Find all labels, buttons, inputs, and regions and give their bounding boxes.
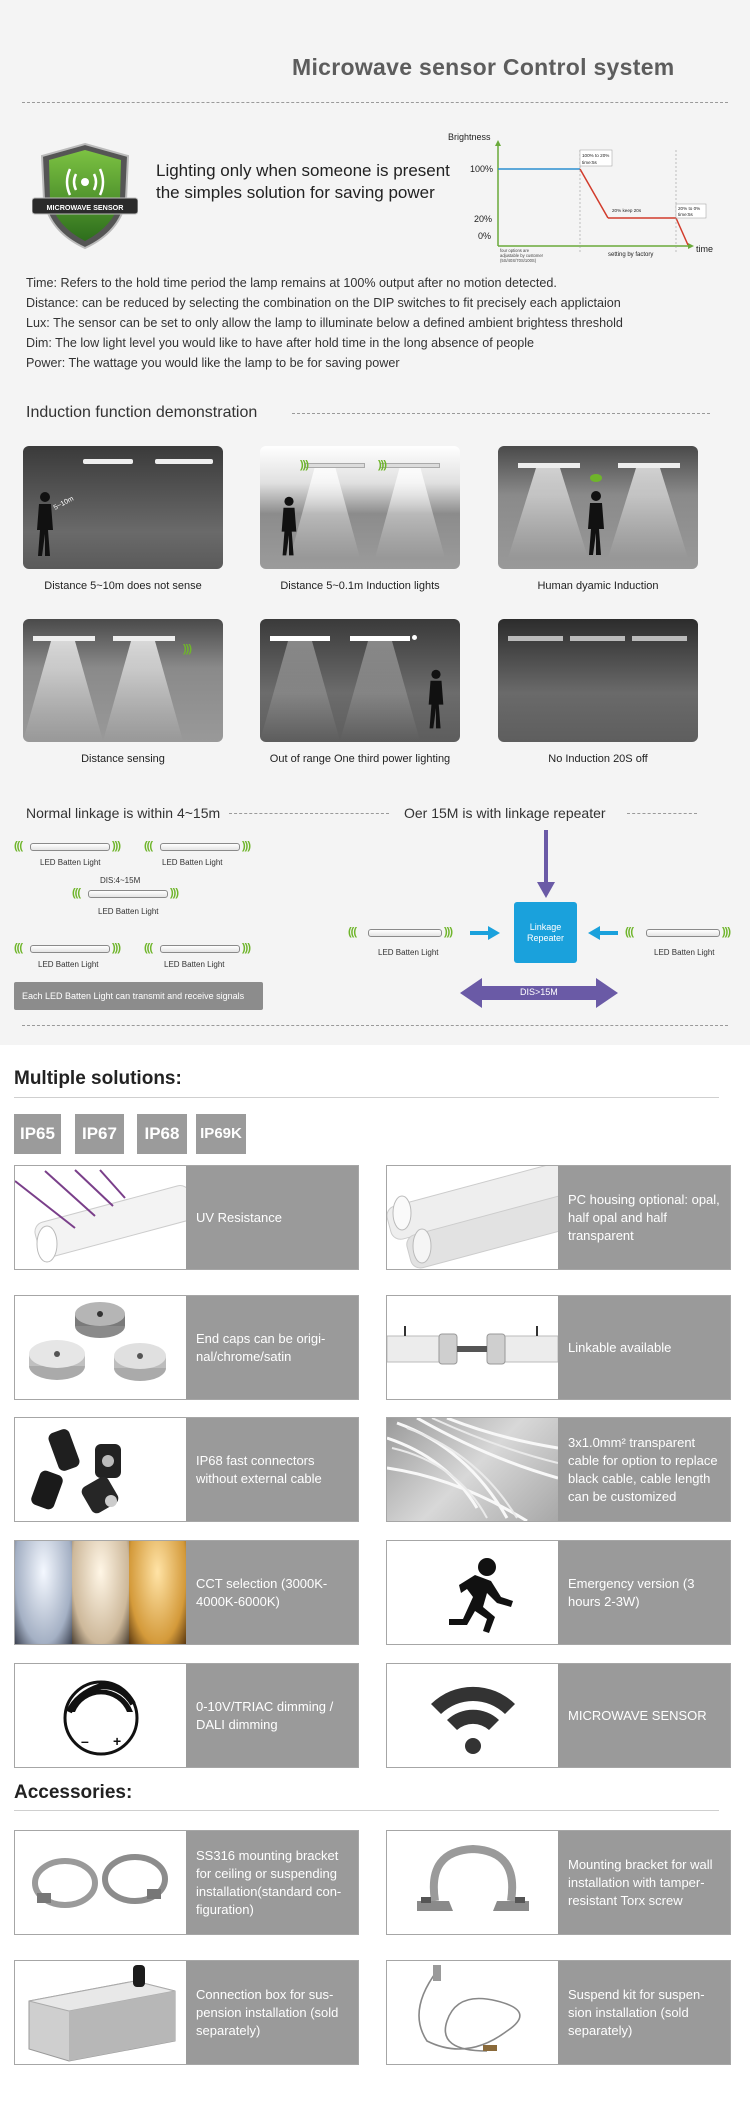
demo-caption-1: Distance 5~10m does not sense	[44, 580, 202, 592]
linkable-image	[387, 1296, 558, 1399]
svg-text:time:5s: time:5s	[678, 212, 694, 217]
demo-image-5	[260, 619, 460, 742]
cable-image	[387, 1418, 558, 1521]
description-list: Time: Refers to the hold time period the…	[26, 273, 726, 373]
solution-card-linkable: Linkable available	[386, 1295, 731, 1400]
right-arrow	[470, 926, 500, 940]
solution-card-cable: 3x1.0mm² transparent cable for option to…	[386, 1417, 731, 1522]
tagline: Lighting only when someone is present th…	[156, 161, 450, 202]
left-arrow	[588, 926, 618, 940]
svg-text:four options are: four options are	[500, 248, 530, 253]
svg-text:100% to 20%: 100% to 20%	[582, 153, 609, 158]
accessory-card-connection-box: Connection box for sus-pension installat…	[14, 1960, 359, 2065]
solution-card-cct: CCT selection (3000K-4000K-6000K)	[14, 1540, 359, 1645]
solution-card-uv: UV Resistance	[14, 1165, 359, 1270]
wifi-sensor-icon	[387, 1664, 558, 1767]
batten-light	[88, 890, 168, 898]
solution-card-connectors: IP68 fast connectors without external ca…	[14, 1417, 359, 1522]
accessory-card-wall-bracket: Mounting bracket for wall installation w…	[386, 1830, 731, 1935]
demo-image-3	[498, 446, 698, 569]
demo-caption-2: Distance 5~0.1m Induction lights	[280, 580, 440, 592]
solution-card-dimming: – + 0-10V/TRIAC dimming / DALI dimming	[14, 1663, 359, 1768]
svg-text:20% keep 20s: 20% keep 20s	[612, 208, 642, 213]
demo-divider	[292, 413, 710, 414]
signal-note: Each LED Batten Light can transmit and r…	[14, 982, 263, 1010]
repeater-linkage-heading: Oer 15M is with linkage repeater	[404, 805, 606, 821]
uv-tube-image	[15, 1166, 186, 1269]
accessory-card-ss316-bracket: SS316 mounting bracket for ceiling or su…	[14, 1830, 359, 1935]
ip65-badge: IP65	[14, 1114, 61, 1154]
graph-tick-100: 100%	[470, 164, 493, 174]
accessory-card-suspend-kit: Suspend kit for suspen-sion installation…	[386, 1960, 731, 2065]
demo-image-4: )))	[23, 619, 223, 742]
svg-text:time:5s: time:5s	[582, 160, 598, 165]
brightness-graph: Brightness time 100% 20% 0% 100% to 20% …	[448, 132, 713, 263]
demo-caption-5: Out of range One third power lighting	[269, 753, 451, 765]
wall-bracket-image	[387, 1831, 558, 1934]
connection-box-image	[15, 1961, 186, 2064]
microwave-sensor-panel: Microwave sensor Control system MICROWAV…	[0, 0, 750, 1045]
solution-card-pc-housing: PC housing optional: opal, half opal and…	[386, 1165, 731, 1270]
svg-text:20% to 0%: 20% to 0%	[678, 206, 700, 211]
title-divider	[22, 102, 728, 103]
ip67-badge: IP67	[75, 1114, 124, 1154]
graph-tick-0: 0%	[478, 231, 491, 241]
demo-image-2: ))) )))	[260, 446, 460, 569]
demo-heading: Induction function demonstration	[26, 404, 258, 421]
demo-caption-4: Distance sensing	[81, 753, 165, 765]
bottom-divider	[22, 1025, 728, 1026]
graph-x-label: time	[696, 244, 713, 254]
cct-image	[15, 1541, 186, 1644]
emergency-exit-icon	[387, 1541, 558, 1644]
down-arrow	[537, 830, 555, 898]
batten-light	[646, 929, 720, 937]
microwave-sensor-badge: MICROWAVE SENSOR	[32, 142, 138, 250]
batten-light	[30, 843, 110, 851]
description-power: Power: The wattage you would like the la…	[26, 356, 400, 370]
svg-text:+: +	[113, 1733, 121, 1749]
description-dim: Dim: The low light level you would like …	[26, 336, 535, 350]
accessories-rule	[14, 1810, 719, 1811]
svg-text:(5S/40S/70S/100S): (5S/40S/70S/100S)	[500, 258, 537, 263]
demo-image-6	[498, 619, 698, 742]
batten-light	[30, 945, 110, 953]
page-title: Microwave sensor Control system	[292, 54, 675, 80]
solutions-rule	[14, 1097, 719, 1098]
badge-text: MICROWAVE SENSOR	[47, 203, 125, 212]
solution-card-microwave: MICROWAVE SENSOR	[386, 1663, 731, 1768]
description-time: Time: Refers to the hold time period the…	[26, 276, 557, 290]
graph-tick-20: 20%	[474, 214, 492, 224]
solution-card-end-caps: End caps can be origi-nal/chrome/satin	[14, 1295, 359, 1400]
linkage-repeater: Linkage Repeater	[514, 902, 577, 963]
graph-y-label: Brightness	[448, 132, 491, 142]
dis-small-label: DIS:4~15M	[100, 876, 141, 885]
solutions-title: Multiple solutions:	[14, 1068, 182, 1089]
distance-double-arrow	[460, 978, 618, 1008]
normal-linkage-heading: Normal linkage is within 4~15m	[26, 805, 221, 821]
linkage-divider-2	[627, 813, 697, 814]
ss316-bracket-image	[15, 1831, 186, 1934]
accessories-title: Accessories:	[14, 1782, 133, 1803]
solution-card-emergency: Emergency version (3 hours 2-3W)	[386, 1540, 731, 1645]
svg-text:adjustable by customer: adjustable by customer	[500, 253, 544, 258]
end-caps-image	[15, 1296, 186, 1399]
svg-text:setting by factory: setting by factory	[608, 252, 653, 258]
description-distance: Distance: can be reduced by selecting th…	[26, 296, 621, 310]
dis-large-label: DIS>15M	[520, 987, 558, 997]
batten-light	[160, 945, 240, 953]
ip69k-badge: IP69K	[196, 1114, 246, 1154]
demo-caption-3: Human dyamic Induction	[537, 580, 659, 592]
linkage-divider-1	[229, 813, 389, 814]
suspend-kit-image	[387, 1961, 558, 2064]
demo-caption-6: No Induction 20S off	[548, 753, 648, 765]
ip68-badge: IP68	[137, 1114, 187, 1154]
dimming-icon: – +	[15, 1664, 186, 1767]
svg-text:–: –	[81, 1733, 89, 1749]
pc-housing-image	[387, 1166, 558, 1269]
batten-light	[160, 843, 240, 851]
connectors-image	[15, 1418, 186, 1521]
demo-image-1: 5~10m	[23, 446, 223, 569]
description-lux: Lux: The sensor can be set to only allow…	[26, 316, 623, 330]
batten-light	[368, 929, 442, 937]
